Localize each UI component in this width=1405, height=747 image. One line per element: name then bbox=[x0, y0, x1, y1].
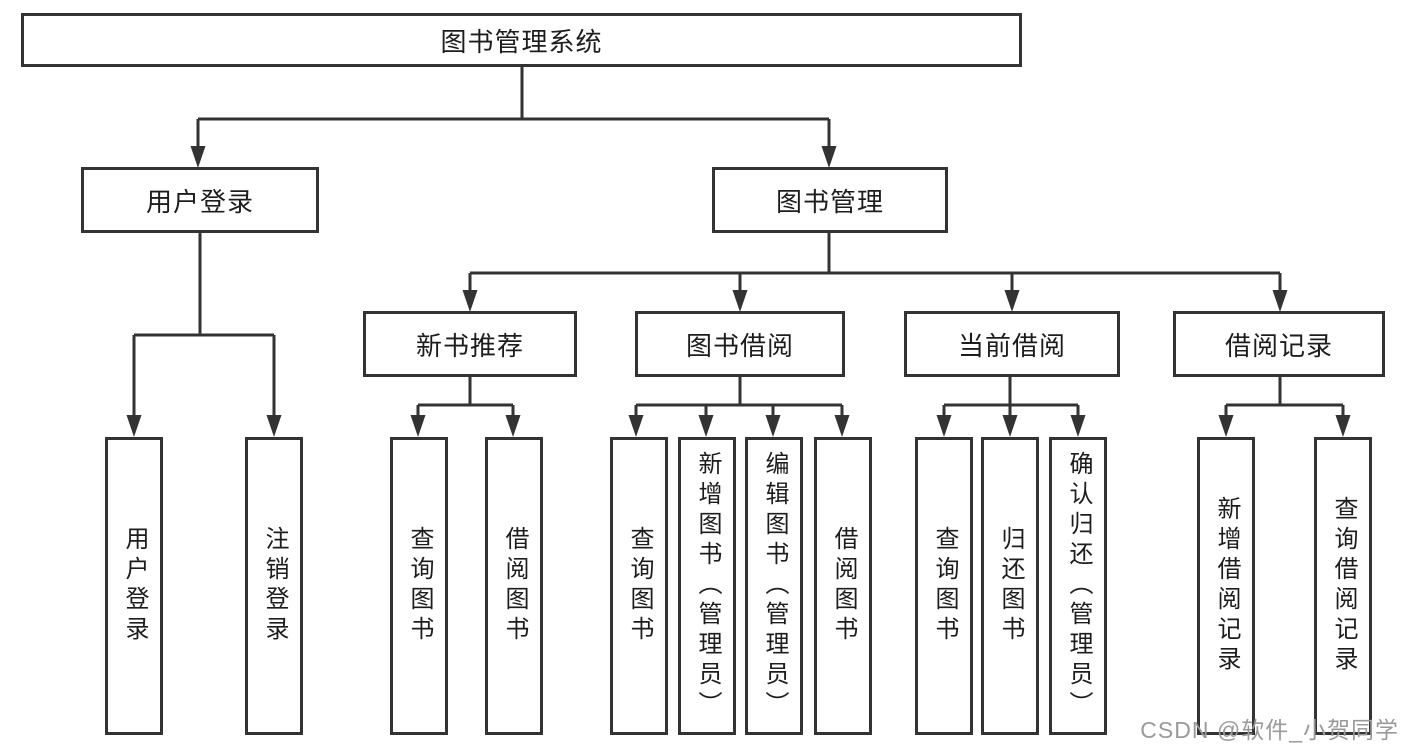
node-library-system: 图书管理系统 bbox=[21, 13, 1022, 67]
node-current-borrowing: 当前借阅 bbox=[904, 311, 1120, 377]
leaf-user-login: 用户登录 bbox=[105, 437, 163, 735]
leaf-logout: 注销登录 bbox=[245, 437, 303, 735]
node-book-management: 图书管理 bbox=[712, 167, 948, 233]
node-new-book-recommend: 新书推荐 bbox=[363, 311, 577, 377]
leaf-edit-book-admin: 编辑图书（管理员） bbox=[745, 437, 803, 735]
leaf-query-books-borrowing: 查询图书 bbox=[610, 437, 668, 735]
leaf-add-borrow-record: 新增借阅记录 bbox=[1197, 437, 1255, 735]
node-user-login: 用户登录 bbox=[81, 167, 319, 233]
leaf-confirm-return-admin: 确认归还（管理员） bbox=[1049, 437, 1107, 735]
watermark: CSDN @软件_小贺同学 bbox=[1140, 717, 1399, 743]
leaf-query-borrow-record: 查询借阅记录 bbox=[1314, 437, 1372, 735]
leaf-query-books-current: 查询图书 bbox=[915, 437, 973, 735]
leaf-borrow-books-recommend: 借阅图书 bbox=[485, 437, 543, 735]
leaf-add-book-admin: 新增图书（管理员） bbox=[678, 437, 736, 735]
leaf-query-books-recommend: 查询图书 bbox=[390, 437, 448, 735]
node-book-borrowing: 图书借阅 bbox=[635, 311, 845, 377]
node-borrowing-records: 借阅记录 bbox=[1173, 311, 1385, 377]
leaf-return-books: 归还图书 bbox=[981, 437, 1039, 735]
leaf-borrow-books-borrowing: 借阅图书 bbox=[814, 437, 872, 735]
